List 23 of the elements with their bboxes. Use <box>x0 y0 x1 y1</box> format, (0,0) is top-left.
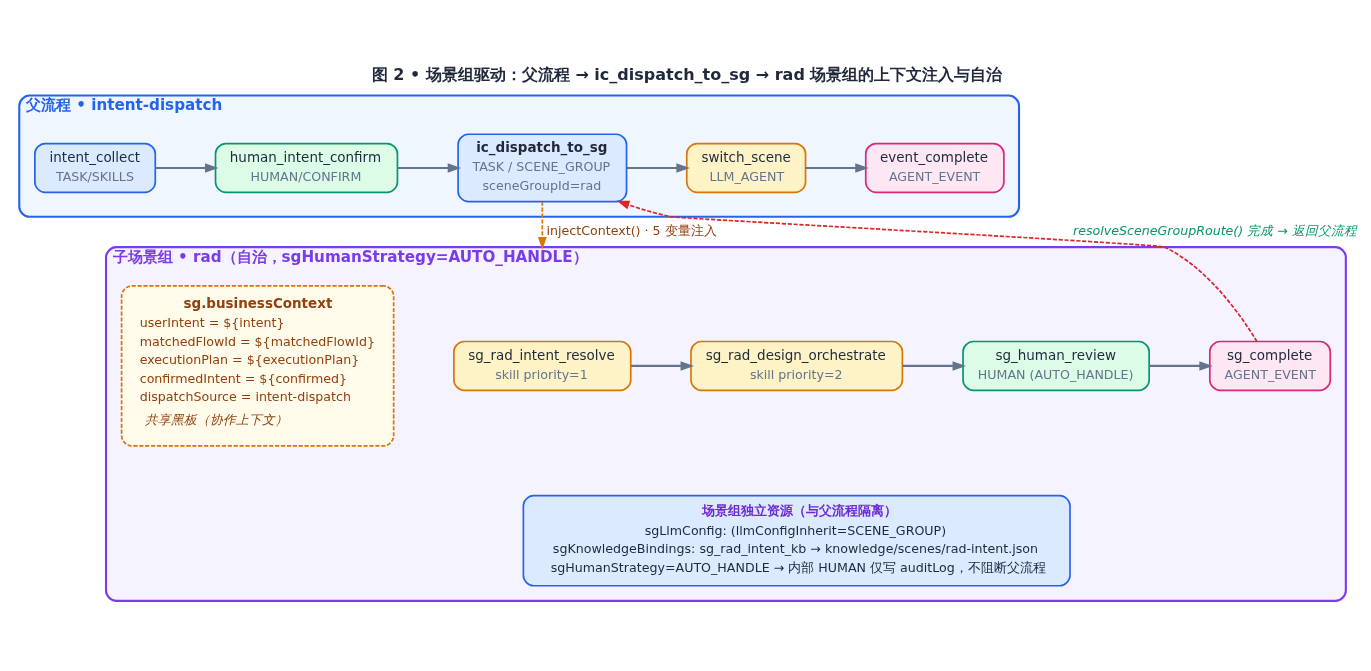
node-box: intent_collect TASK/SKILLS <box>34 142 157 193</box>
arrow <box>616 200 1258 342</box>
node-box: sg_complete AGENT_EVENT <box>1208 340 1332 391</box>
arrow <box>397 162 462 173</box>
node-box: ic_dispatch_to_sg TASK / SCENE_GROUP sceneGroupId=rad <box>457 132 628 202</box>
edge-label: injectContext() · 5 变量注入 <box>546 222 717 238</box>
arrow <box>902 360 967 371</box>
arrow <box>155 162 219 173</box>
node-box: event_complete AGENT_EVENT <box>864 142 1005 193</box>
arrow <box>631 360 695 371</box>
arrow <box>537 200 547 250</box>
node-box: switch_scene LLM_AGENT <box>685 142 807 193</box>
edge-label: resolveSceneGroupRoute() 完成 → 返回父流程 <box>1072 222 1357 238</box>
node-box: sg_rad_intent_resolve skill priority=1 <box>453 340 632 391</box>
arrow <box>1149 360 1213 371</box>
node-box: sg_human_review HUMAN (AUTO_HANDLE) <box>962 340 1150 391</box>
node-box: human_intent_confirm HUMAN/CONFIRM <box>214 142 399 193</box>
node-box: sg.businessContext userIntent = ${intent} matchedFlowId = ${matchedFlowId} executionPlan = ${executionPlan} confirmedIntent = ${confirmed} dispatchSource = intent-dispatch 共享黑板（协作上下文） <box>120 284 395 447</box>
arrow <box>626 162 690 173</box>
arrow <box>805 162 869 173</box>
diagram-title: 图 2 • 场景组驱动：父流程 → ic_dispatch_to_sg → rad 场景组的上下文注入与自治 <box>371 64 1003 84</box>
node-box: sg_rad_design_orchestrate skill priority=2 <box>690 340 904 391</box>
node-box: 场景组独立资源（与父流程隔离） sgLlmConfig: (llmConfigInherit=SCENE_GROUP) sgKnowledgeBindings: sg_rad_intent_kb → knowledge/scenes/rad-intent.json sgHumanStrategy=AUTO_HANDLE → 内部 HUMAN 仅写 auditLog，不阻断父流程 <box>522 494 1071 587</box>
